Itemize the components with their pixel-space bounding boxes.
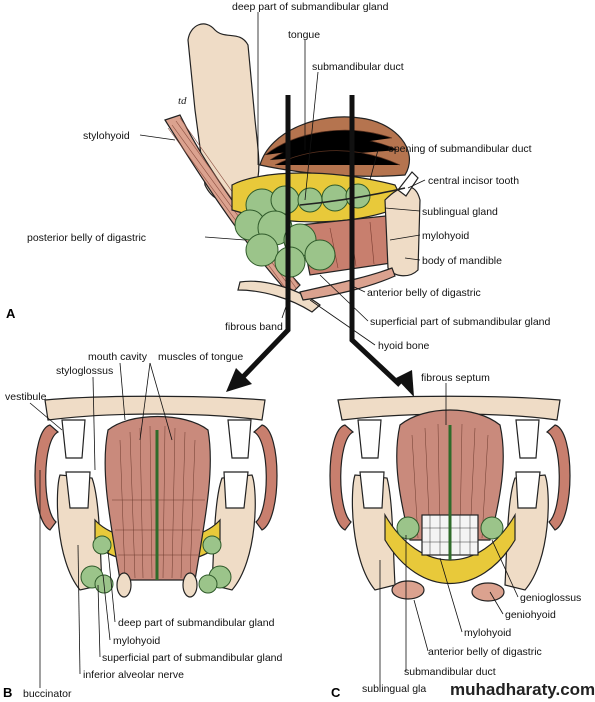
- label-body-mandible: body of mandible: [422, 255, 502, 267]
- panel-b-drawing: [34, 395, 278, 598]
- label-submandibular-duct-c: submandibular duct: [404, 666, 496, 678]
- arrow-head-b: [226, 368, 252, 392]
- label-mouth-cavity: mouth cavity: [88, 351, 148, 363]
- label-tongue: tongue: [288, 29, 320, 41]
- watermark: muhadharaty.com: [450, 680, 595, 699]
- label-deep-part-top: deep part of submandibular gland: [232, 1, 389, 13]
- mandible-ramus: [187, 23, 260, 203]
- label-central-incisor: central incisor tooth: [428, 175, 519, 187]
- label-sublingual-gland-c: sublingual gla: [362, 683, 426, 695]
- anterior-belly-a: [299, 267, 396, 301]
- mandible-body: [384, 186, 421, 277]
- incisor-tooth: [397, 171, 419, 197]
- label-stylohyoid: stylohyoid: [83, 130, 130, 142]
- labels: deep part of submandibular gland tongue …: [3, 1, 595, 700]
- hyoid-bone: [237, 280, 321, 313]
- panel-c-drawing: [329, 395, 571, 602]
- panel-label-a: A: [6, 306, 16, 321]
- label-mylohyoid-top: mylohyoid: [422, 230, 469, 242]
- label-mylohyoid-c: mylohyoid: [464, 627, 511, 639]
- label-superficial-b: superficial part of submandibular gland: [102, 652, 283, 664]
- label-styloglossus: styloglossus: [56, 365, 113, 377]
- label-muscles-tongue: muscles of tongue: [158, 351, 243, 363]
- label-inferior-alveolar: inferior alveolar nerve: [83, 669, 184, 681]
- label-superficial-top: superficial part of submandibular gland: [370, 316, 551, 328]
- arrow-head-c: [396, 370, 414, 397]
- label-posterior-belly: posterior belly of digastric: [27, 232, 146, 244]
- label-deep-part-b: deep part of submandibular gland: [118, 617, 275, 629]
- label-anterior-belly-top: anterior belly of digastric: [367, 287, 481, 299]
- label-anterior-belly-c: anterior belly of digastric: [428, 646, 542, 658]
- leader-lines: [29, 12, 519, 688]
- label-fibrous-band: fibrous band: [225, 321, 283, 333]
- label-submandibular-duct-top: submandibular duct: [312, 61, 404, 73]
- handwritten-mark: td: [178, 95, 187, 107]
- label-buccinator: buccinator: [23, 688, 72, 700]
- label-hyoid: hyoid bone: [378, 340, 430, 352]
- label-genioglossus: genioglossus: [520, 592, 581, 604]
- submandibular-gland-a: [234, 183, 371, 278]
- panel-label-b: B: [3, 685, 12, 700]
- label-opening-duct: opening of submandibular duct: [388, 143, 532, 155]
- label-mylohyoid-b: mylohyoid: [113, 635, 160, 647]
- panel-a-drawing: [164, 23, 421, 313]
- section-arrows: [238, 95, 402, 387]
- label-sublingual-gland-top: sublingual gland: [422, 206, 498, 218]
- panel-label-c: C: [331, 685, 341, 700]
- label-vestibule: vestibule: [5, 391, 47, 403]
- label-fibrous-septum: fibrous septum: [421, 372, 490, 384]
- label-geniohyoid: geniohyoid: [505, 609, 556, 621]
